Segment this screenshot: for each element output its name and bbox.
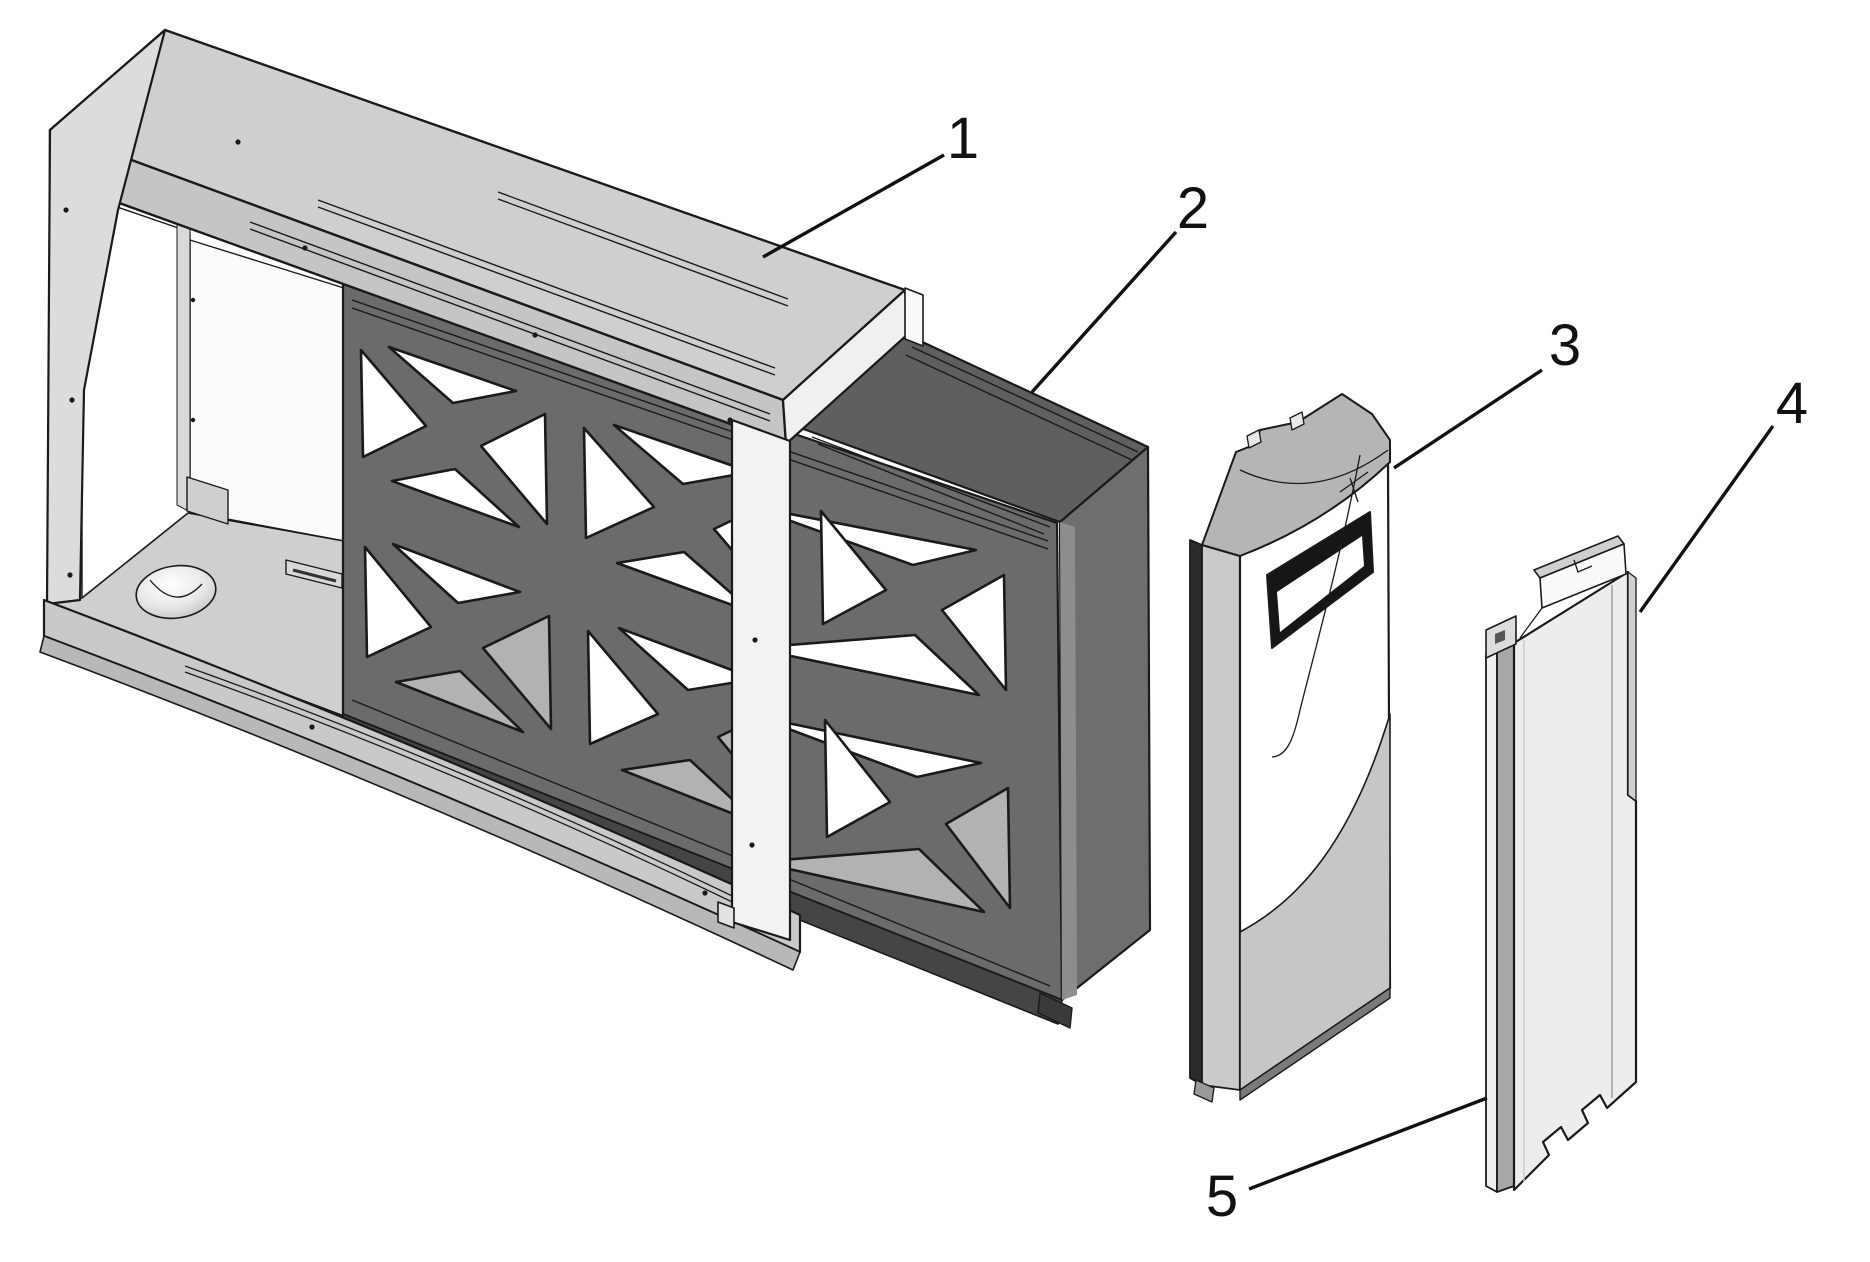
door-top-clip-2 xyxy=(1289,411,1305,431)
door-top-band-crease xyxy=(1239,449,1389,485)
housing-front-post xyxy=(730,418,792,942)
rail-slot-line-1 xyxy=(184,665,758,909)
top-groove-4 xyxy=(317,206,776,376)
leader-line-2 xyxy=(1030,230,1178,394)
callout-5: 5 xyxy=(1206,1164,1238,1229)
leader-line-1 xyxy=(762,153,945,259)
housing-part xyxy=(39,28,924,971)
seal-strip-part xyxy=(1485,642,1515,1193)
top-groove-2 xyxy=(497,198,789,307)
top-groove-3 xyxy=(317,199,776,369)
frame-foot-right xyxy=(1037,992,1073,1029)
drain-dish-cone-line xyxy=(149,579,203,598)
top-groove-1 xyxy=(497,191,789,300)
frame-right-edge-highlight xyxy=(1060,522,1077,1000)
door-top-clip-1 xyxy=(1246,429,1262,449)
frame-topface-groove-1 xyxy=(911,346,1139,453)
lattice-openings-upper xyxy=(359,345,1008,697)
leader-line-4 xyxy=(1638,425,1775,613)
leader-line-5 xyxy=(1248,1096,1488,1191)
cover-panel-part xyxy=(1485,535,1638,1193)
seal-strip-outer xyxy=(1485,649,1498,1193)
callouts xyxy=(762,153,1775,1191)
door-lower-section xyxy=(1239,713,1391,1091)
rivet-dots xyxy=(63,139,758,896)
frame-topface-groove-2 xyxy=(905,354,1133,461)
panel-tab-hole xyxy=(1495,630,1505,644)
floor-slot xyxy=(292,568,337,583)
housing-interior xyxy=(46,194,345,717)
panel-face xyxy=(1512,570,1638,1192)
frame-topface-groove-4 xyxy=(817,443,1045,535)
housing-base-flange xyxy=(39,635,801,971)
door-left-edge-face xyxy=(1201,544,1241,1091)
frame-top-groove-1 xyxy=(351,299,1049,542)
corner-gusset xyxy=(186,476,229,525)
panel-bracket-notch xyxy=(1573,559,1593,573)
drain-dish xyxy=(135,564,217,620)
door-screw-cross xyxy=(1339,471,1369,503)
callout-labels: 1 2 3 4 5 xyxy=(947,106,1808,1229)
rail-slot-line-2 xyxy=(184,671,758,915)
door-swoosh-line xyxy=(1271,454,1361,758)
panel-bracket-fold xyxy=(1519,607,1543,639)
frame-topface-groove-3 xyxy=(811,436,1051,528)
seal-strip-inner xyxy=(1496,642,1515,1193)
frame-bottom-groove xyxy=(351,699,1051,987)
door-handle-pocket xyxy=(1277,536,1364,632)
door-part xyxy=(1189,393,1392,1103)
door-bottom-edge xyxy=(1239,987,1391,1101)
panel-bracket-front xyxy=(1539,543,1627,609)
fascia-groove-1 xyxy=(249,221,771,415)
door-left-dark-strip xyxy=(1189,539,1203,1086)
housing-post-foot xyxy=(717,901,735,929)
callout-3: 3 xyxy=(1549,313,1581,378)
interior-wall-edge xyxy=(176,204,191,513)
frame-top-groove-2 xyxy=(351,307,1049,550)
fascia-groove-2 xyxy=(249,228,771,422)
door-foot xyxy=(1193,1079,1215,1103)
housing-cap-end-tab xyxy=(904,287,924,347)
callout-2: 2 xyxy=(1177,176,1209,241)
leader-line-3 xyxy=(1393,368,1543,470)
callout-4: 4 xyxy=(1776,371,1808,436)
callout-1: 1 xyxy=(947,106,979,171)
panel-right-edge xyxy=(1627,571,1637,802)
